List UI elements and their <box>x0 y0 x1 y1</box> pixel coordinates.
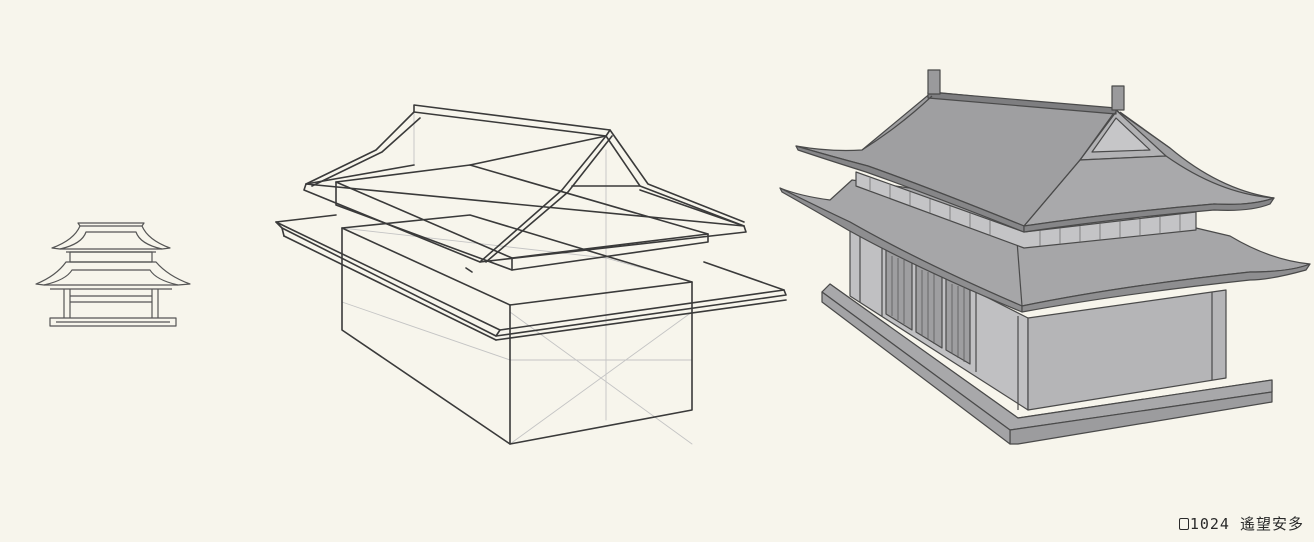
lower-storey-walls <box>849 227 1227 411</box>
watermark-logo-icon <box>1178 518 1189 530</box>
construction-wireframe <box>275 104 787 445</box>
construction-guide-lines <box>341 111 693 445</box>
upper-hip-roof <box>795 69 1275 233</box>
author-watermark: 1024 遙望安多 <box>1178 513 1304 534</box>
watermark-author: 遙望安多 <box>1239 515 1304 533</box>
stone-base-platform <box>821 283 1273 445</box>
small-pavilion-elevation <box>35 222 191 327</box>
watermark-id: 1024 <box>1189 515 1230 533</box>
shaded-pavilion-rendering <box>779 69 1311 445</box>
